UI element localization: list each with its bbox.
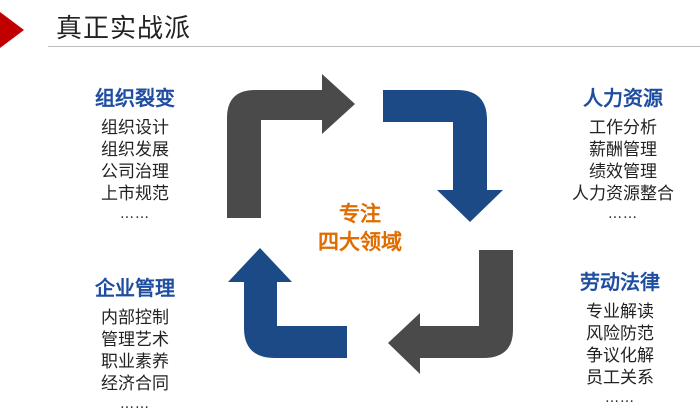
domain-item: 组织设计 <box>101 118 169 138</box>
domain-title: 组织裂变 <box>95 86 175 110</box>
domain-item: 专业解读 <box>586 302 654 322</box>
arrow-top-left <box>227 74 355 218</box>
domain-more-ellipsis: …… <box>608 206 638 222</box>
domain-block-labor-law: 劳动法律 专业解读 风险防范 争议化解 员工关系 …… <box>560 266 680 407</box>
domain-item: 职业素养 <box>101 352 169 372</box>
center-line-2: 四大领域 <box>318 230 402 254</box>
domain-title: 劳动法律 <box>580 270 660 294</box>
domain-block-organization: 组织裂变 组织设计 组织发展 公司治理 上市规范 …… <box>80 82 190 223</box>
center-line-1: 专注 <box>339 202 381 226</box>
domain-item: 组织发展 <box>101 140 169 160</box>
page-title: 真正实战派 <box>56 14 192 44</box>
domain-item: 员工关系 <box>586 368 654 388</box>
domain-item: 管理艺术 <box>101 330 169 350</box>
domain-more-ellipsis: …… <box>120 396 150 412</box>
domain-item: 上市规范 <box>101 184 169 204</box>
domain-block-enterprise-management: 企业管理 内部控制 管理艺术 职业素养 经济合同 …… <box>80 272 190 413</box>
domain-more-ellipsis: …… <box>120 206 150 222</box>
domain-item: 公司治理 <box>101 162 169 182</box>
domain-item: 风险防范 <box>586 324 654 344</box>
domain-title: 人力资源 <box>583 86 663 110</box>
domain-item: 薪酬管理 <box>589 140 657 160</box>
domain-item: 人力资源整合 <box>572 184 674 204</box>
domain-item: 内部控制 <box>101 308 169 328</box>
domain-more-ellipsis: …… <box>605 390 635 406</box>
title-divider <box>48 46 700 47</box>
arrow-top-right <box>383 90 503 222</box>
arrow-bottom-left <box>228 248 347 358</box>
domain-item: 争议化解 <box>586 346 654 366</box>
center-label: 专注 四大领域 <box>300 200 420 256</box>
title-marker-triangle <box>0 12 24 48</box>
domain-title: 企业管理 <box>95 276 175 300</box>
arrow-bottom-right <box>388 250 513 374</box>
domain-item: 经济合同 <box>101 374 169 394</box>
domain-item: 工作分析 <box>589 118 657 138</box>
domain-block-human-resources: 人力资源 工作分析 薪酬管理 绩效管理 人力资源整合 …… <box>548 82 698 223</box>
domain-item: 绩效管理 <box>589 162 657 182</box>
